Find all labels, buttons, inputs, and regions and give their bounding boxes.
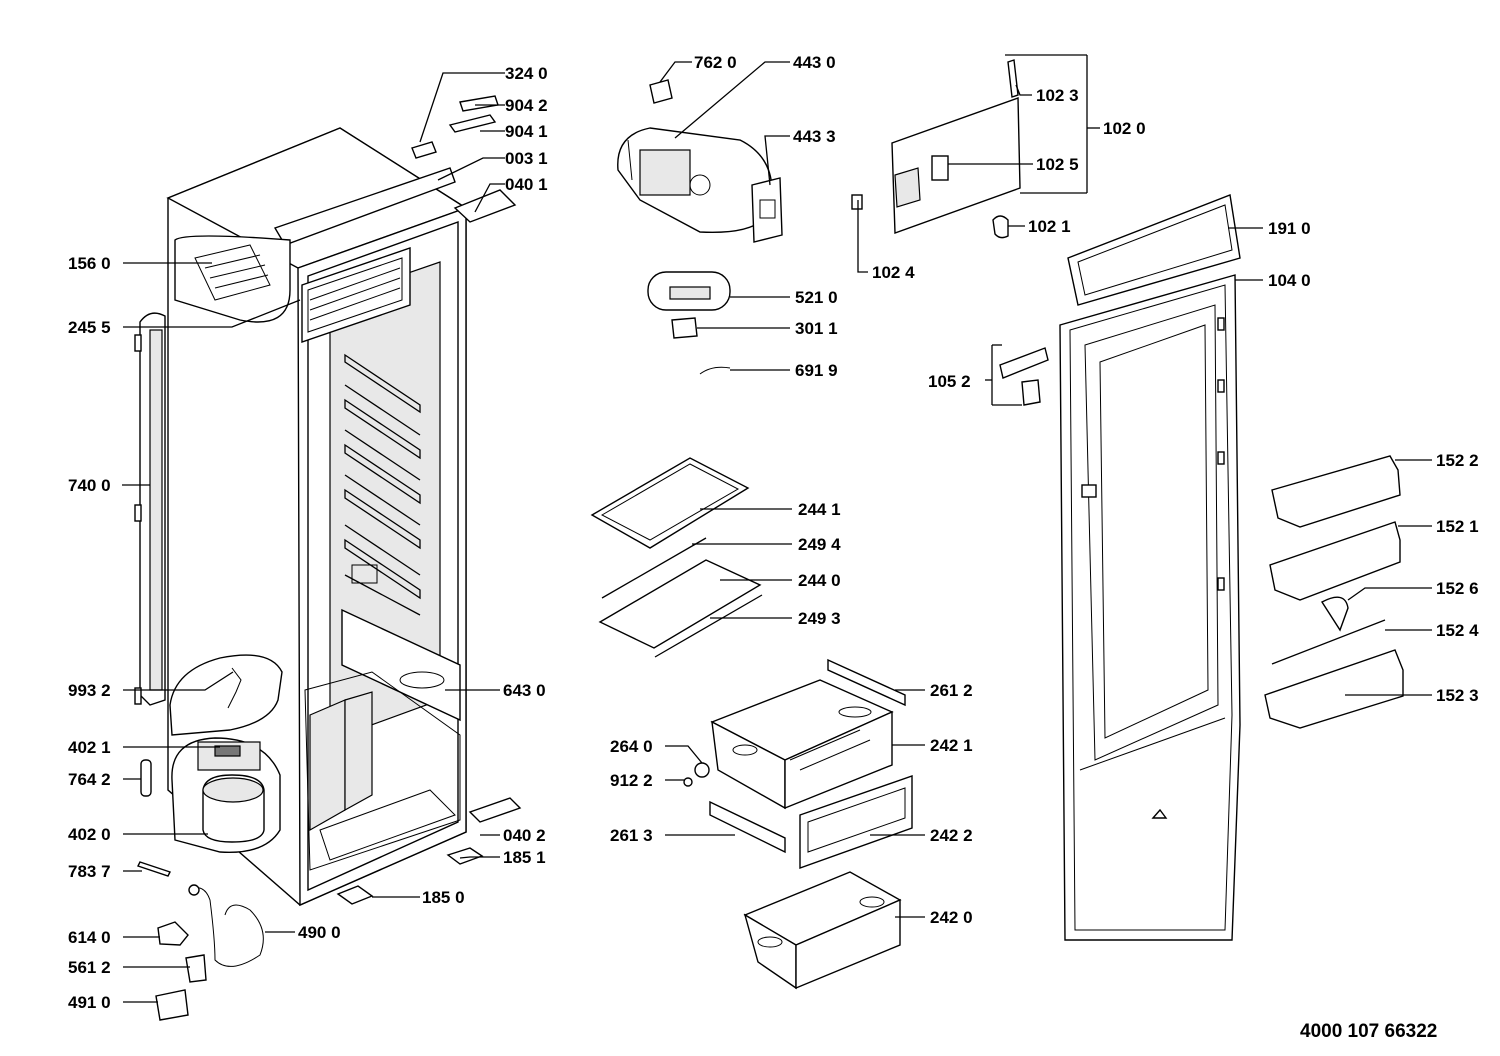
callout-490-0: 490 0 [298, 923, 341, 942]
callout-104-0: 104 0 [1268, 271, 1311, 290]
callout-040-1: 040 1 [505, 175, 548, 194]
callout-191-0: 191 0 [1268, 219, 1311, 238]
document-number: 4000 107 66322 [1300, 1021, 1437, 1042]
callout-244-0: 244 0 [798, 571, 841, 590]
callout-614-0: 614 0 [68, 928, 111, 947]
callout-249-4: 249 4 [798, 535, 841, 554]
callout-102-3: 102 3 [1036, 86, 1079, 105]
callout-740-0: 740 0 [68, 476, 111, 495]
callout-102-5: 102 5 [1036, 155, 1079, 174]
leader-lines [122, 54, 1432, 1003]
callout-185-1: 185 1 [503, 848, 546, 867]
callout-301-1: 301 1 [795, 319, 838, 338]
callout-105-2: 105 2 [928, 372, 971, 391]
callout-102-4: 102 4 [872, 263, 915, 282]
callout-561-2: 561 2 [68, 958, 111, 977]
callout-242-0: 242 0 [930, 908, 973, 927]
callout-242-1: 242 1 [930, 736, 973, 755]
callout-244-1: 244 1 [798, 500, 841, 519]
callout-904-1: 904 1 [505, 122, 548, 141]
cabinet-drawing [134, 95, 522, 1021]
callout-762-0: 762 0 [694, 53, 737, 72]
callout-764-2: 764 2 [68, 770, 111, 789]
callout-185-0: 185 0 [422, 888, 465, 907]
callout-912-2: 912 2 [610, 771, 653, 790]
callout-993-2: 993 2 [68, 681, 111, 700]
callout-261-3: 261 3 [610, 826, 653, 845]
callout-040-2: 040 2 [503, 826, 546, 845]
callout-521-0: 521 0 [795, 288, 838, 307]
callout-443-3: 443 3 [793, 127, 836, 146]
door-parts-drawing [851, 59, 1404, 941]
middle-parts-drawing [590, 79, 913, 990]
callout-691-9: 691 9 [795, 361, 838, 380]
callout-402-0: 402 0 [68, 825, 111, 844]
callout-261-2: 261 2 [930, 681, 973, 700]
callout-249-3: 249 3 [798, 609, 841, 628]
callout-102-0: 102 0 [1103, 119, 1146, 138]
callout-242-2: 242 2 [930, 826, 973, 845]
callout-904-2: 904 2 [505, 96, 548, 115]
callout-643-0: 643 0 [503, 681, 546, 700]
callout-152-3: 152 3 [1436, 686, 1479, 705]
callout-156-0: 156 0 [68, 254, 111, 273]
callout-402-1: 402 1 [68, 738, 111, 757]
callout-491-0: 491 0 [68, 993, 111, 1012]
callout-264-0: 264 0 [610, 737, 653, 756]
callout-152-1: 152 1 [1436, 517, 1479, 536]
callout-152-6: 152 6 [1436, 579, 1479, 598]
callout-324-0: 324 0 [505, 64, 548, 83]
callout-labels: 324 0 904 2 904 1 003 1 040 1 156 0 245 … [68, 53, 1479, 1042]
callout-102-1: 102 1 [1028, 217, 1071, 236]
callout-003-1: 003 1 [505, 149, 548, 168]
callout-152-2: 152 2 [1436, 451, 1479, 470]
callout-245-5: 245 5 [68, 318, 111, 337]
callout-152-4: 152 4 [1436, 621, 1479, 640]
callout-443-0: 443 0 [793, 53, 836, 72]
callout-783-7: 783 7 [68, 862, 111, 881]
